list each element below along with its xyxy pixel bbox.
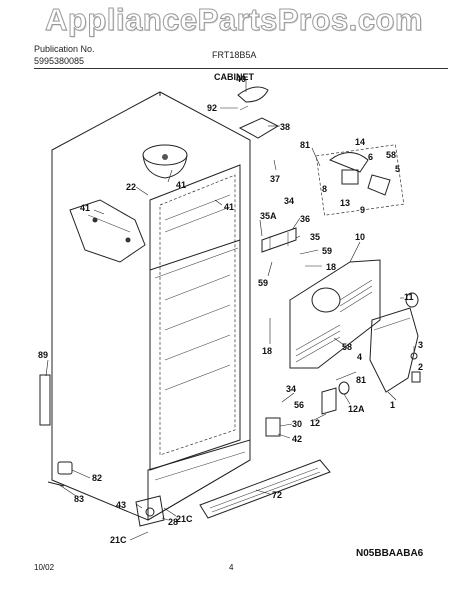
toe-grille xyxy=(199,459,331,519)
part-label: 3 xyxy=(418,340,423,350)
part-label: 4 xyxy=(357,352,362,362)
part-label: 82 xyxy=(92,473,102,483)
part-label: 18 xyxy=(262,346,272,356)
part-label: 59 xyxy=(258,278,268,288)
part-label: 89 xyxy=(38,350,48,360)
damper-control-assembly xyxy=(315,144,405,216)
leveling-leg xyxy=(47,461,73,487)
light-housing-top xyxy=(142,144,188,179)
footer-date: 10/02 xyxy=(34,563,55,572)
part-label: 38 xyxy=(280,122,290,132)
section-title: CABINET xyxy=(214,72,254,82)
part-label: 35A xyxy=(260,211,277,221)
part-label: 14 xyxy=(355,137,365,147)
part-label: 41 xyxy=(80,203,90,213)
part-label: 58 xyxy=(386,150,396,160)
part-label: 1 xyxy=(390,400,395,410)
part-label: 36 xyxy=(300,214,310,224)
part-label: 40 xyxy=(236,74,246,84)
roller-bracket xyxy=(135,495,165,527)
mounting-bracket xyxy=(261,227,297,253)
top-hinge-cover xyxy=(237,86,280,139)
hinge-bracket-30 xyxy=(265,417,281,437)
part-label: 11 xyxy=(404,292,414,302)
part-label: 41 xyxy=(224,202,234,212)
part-label: 37 xyxy=(270,174,280,184)
part-label: 81 xyxy=(356,375,366,385)
part-label: 83 xyxy=(74,494,84,504)
control-panel-cover xyxy=(369,292,421,393)
part-label: 30 xyxy=(292,419,302,429)
cabinet-shell xyxy=(39,91,251,521)
part-label: 2 xyxy=(418,362,423,372)
part-label: 5 xyxy=(395,164,400,174)
diagram-code: N05BBAABA6 xyxy=(356,548,424,559)
part-label: 34 xyxy=(284,196,294,206)
light-housing-left xyxy=(69,199,146,263)
part-label: 34 xyxy=(286,384,296,394)
control-housing xyxy=(289,259,381,369)
part-label: 21C xyxy=(110,535,127,545)
part-label: 18 xyxy=(326,262,336,272)
part-label: 22 xyxy=(126,182,136,192)
part-label: 56 xyxy=(294,400,304,410)
publication-number: 5995380085 xyxy=(34,56,85,66)
part-label: 28 xyxy=(168,517,178,527)
header-rule xyxy=(34,68,448,69)
part-label: 58 xyxy=(342,342,352,352)
part-label: 43 xyxy=(116,500,126,510)
model-number: FRT18B5A xyxy=(212,50,257,60)
part-label: 72 xyxy=(272,490,282,500)
part-label: 10 xyxy=(355,232,365,242)
part-label: 12A xyxy=(348,404,365,414)
part-number-labels: 40 92 38 81 14 6 58 5 8 13 9 37 41 22 41… xyxy=(38,74,423,545)
part-label: 59 xyxy=(322,246,332,256)
page-number: 4 xyxy=(229,563,234,572)
part-label: 92 xyxy=(207,103,217,113)
part-label: 9 xyxy=(360,205,365,215)
watermark-logo: AppliancePartsPros.com xyxy=(45,2,423,38)
leader-lines xyxy=(45,80,415,541)
part-label: 8 xyxy=(322,184,327,194)
hinge-bracket-lower xyxy=(321,381,350,415)
part-label: 35 xyxy=(310,232,320,242)
part-label: 81 xyxy=(300,140,310,150)
publication-label: Publication No. xyxy=(34,44,95,54)
part-label: 41 xyxy=(176,180,186,190)
part-label: 12 xyxy=(310,418,320,428)
part-label: 6 xyxy=(368,152,373,162)
part-label: 21C xyxy=(176,514,193,524)
part-label: 42 xyxy=(292,434,302,444)
part-label: 13 xyxy=(340,198,350,208)
